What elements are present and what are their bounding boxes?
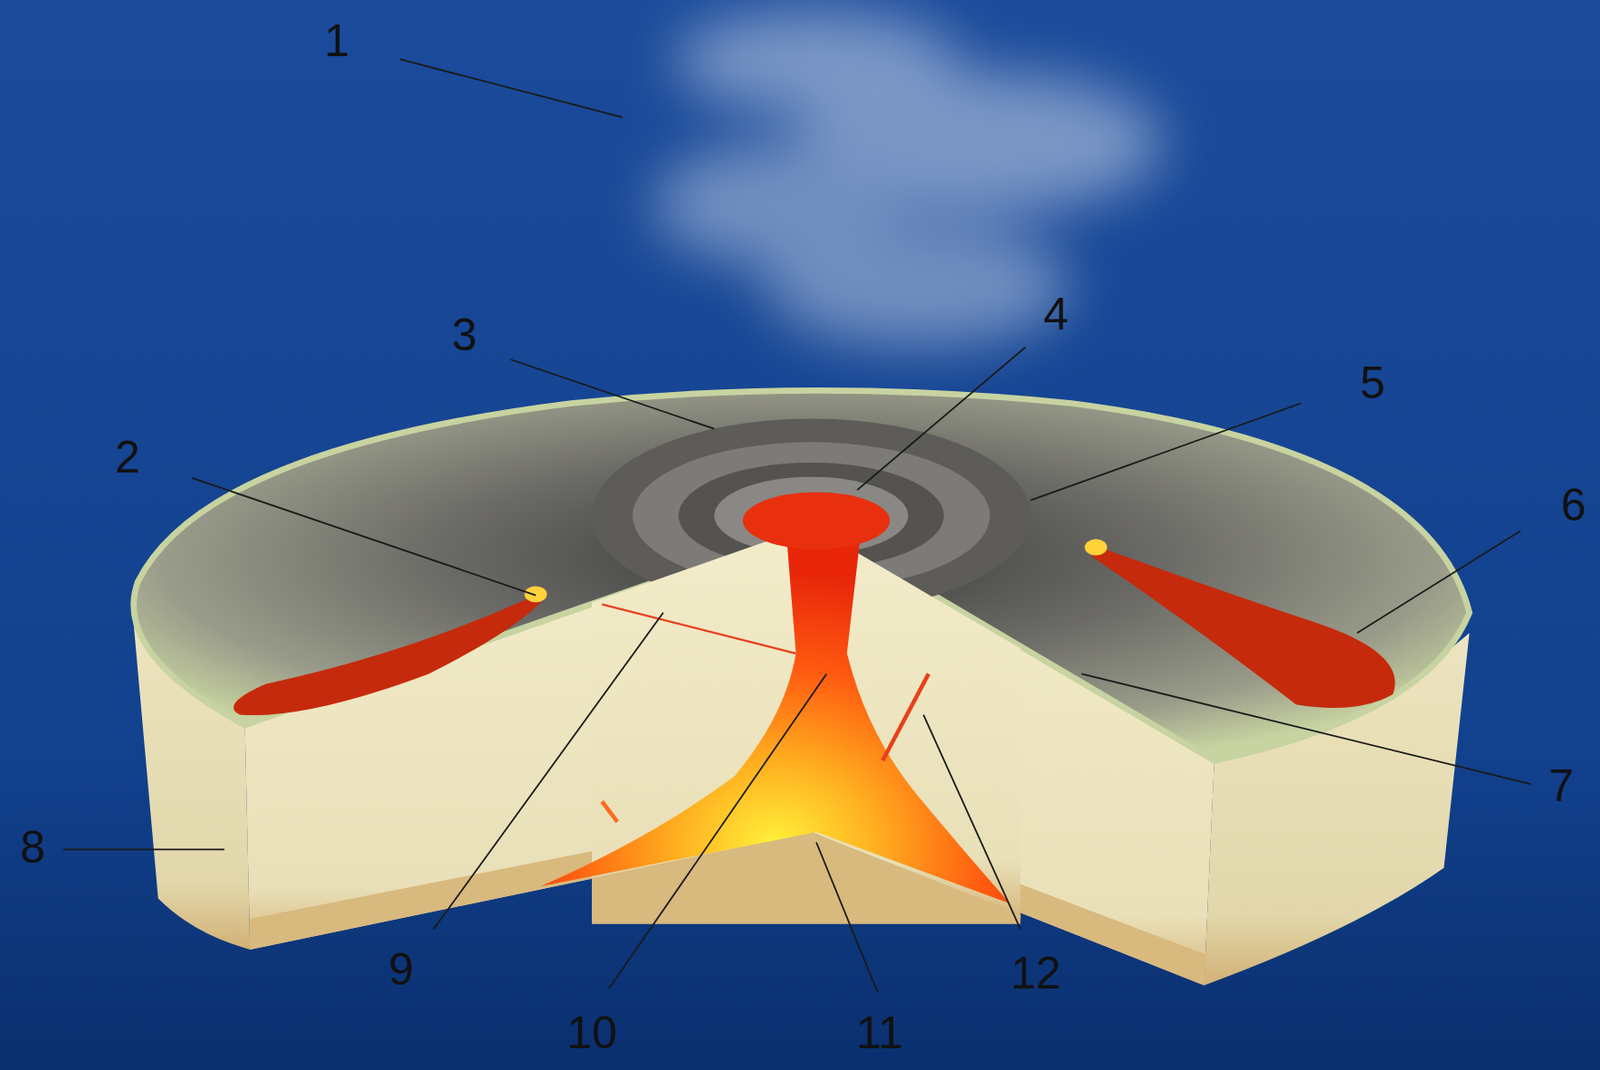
callout-number: 2 <box>114 434 141 480</box>
lava-flow <box>233 595 542 716</box>
callout-number: 6 <box>1561 482 1587 528</box>
lava-lake <box>742 492 890 550</box>
callout-number: 9 <box>388 946 414 992</box>
lava-flow <box>1091 545 1395 708</box>
vent <box>1085 539 1108 556</box>
callout-number: 11 <box>856 1009 904 1056</box>
dike <box>882 673 929 761</box>
callout-number: 7 <box>1548 762 1574 809</box>
callout-number: 12 <box>1010 950 1062 996</box>
callout-number: 1 <box>323 18 350 64</box>
callout-number: 5 <box>1360 360 1386 406</box>
callout-number: 8 <box>19 824 46 870</box>
callout-number: 3 <box>451 312 477 358</box>
leader-lines <box>63 58 1531 992</box>
vent <box>524 585 548 602</box>
callout-number: 10 <box>566 1009 618 1056</box>
steam-cloud <box>653 9 1164 347</box>
dike <box>601 604 796 654</box>
callout-number: 4 <box>1043 291 1069 337</box>
magma-chamber <box>541 514 1011 904</box>
